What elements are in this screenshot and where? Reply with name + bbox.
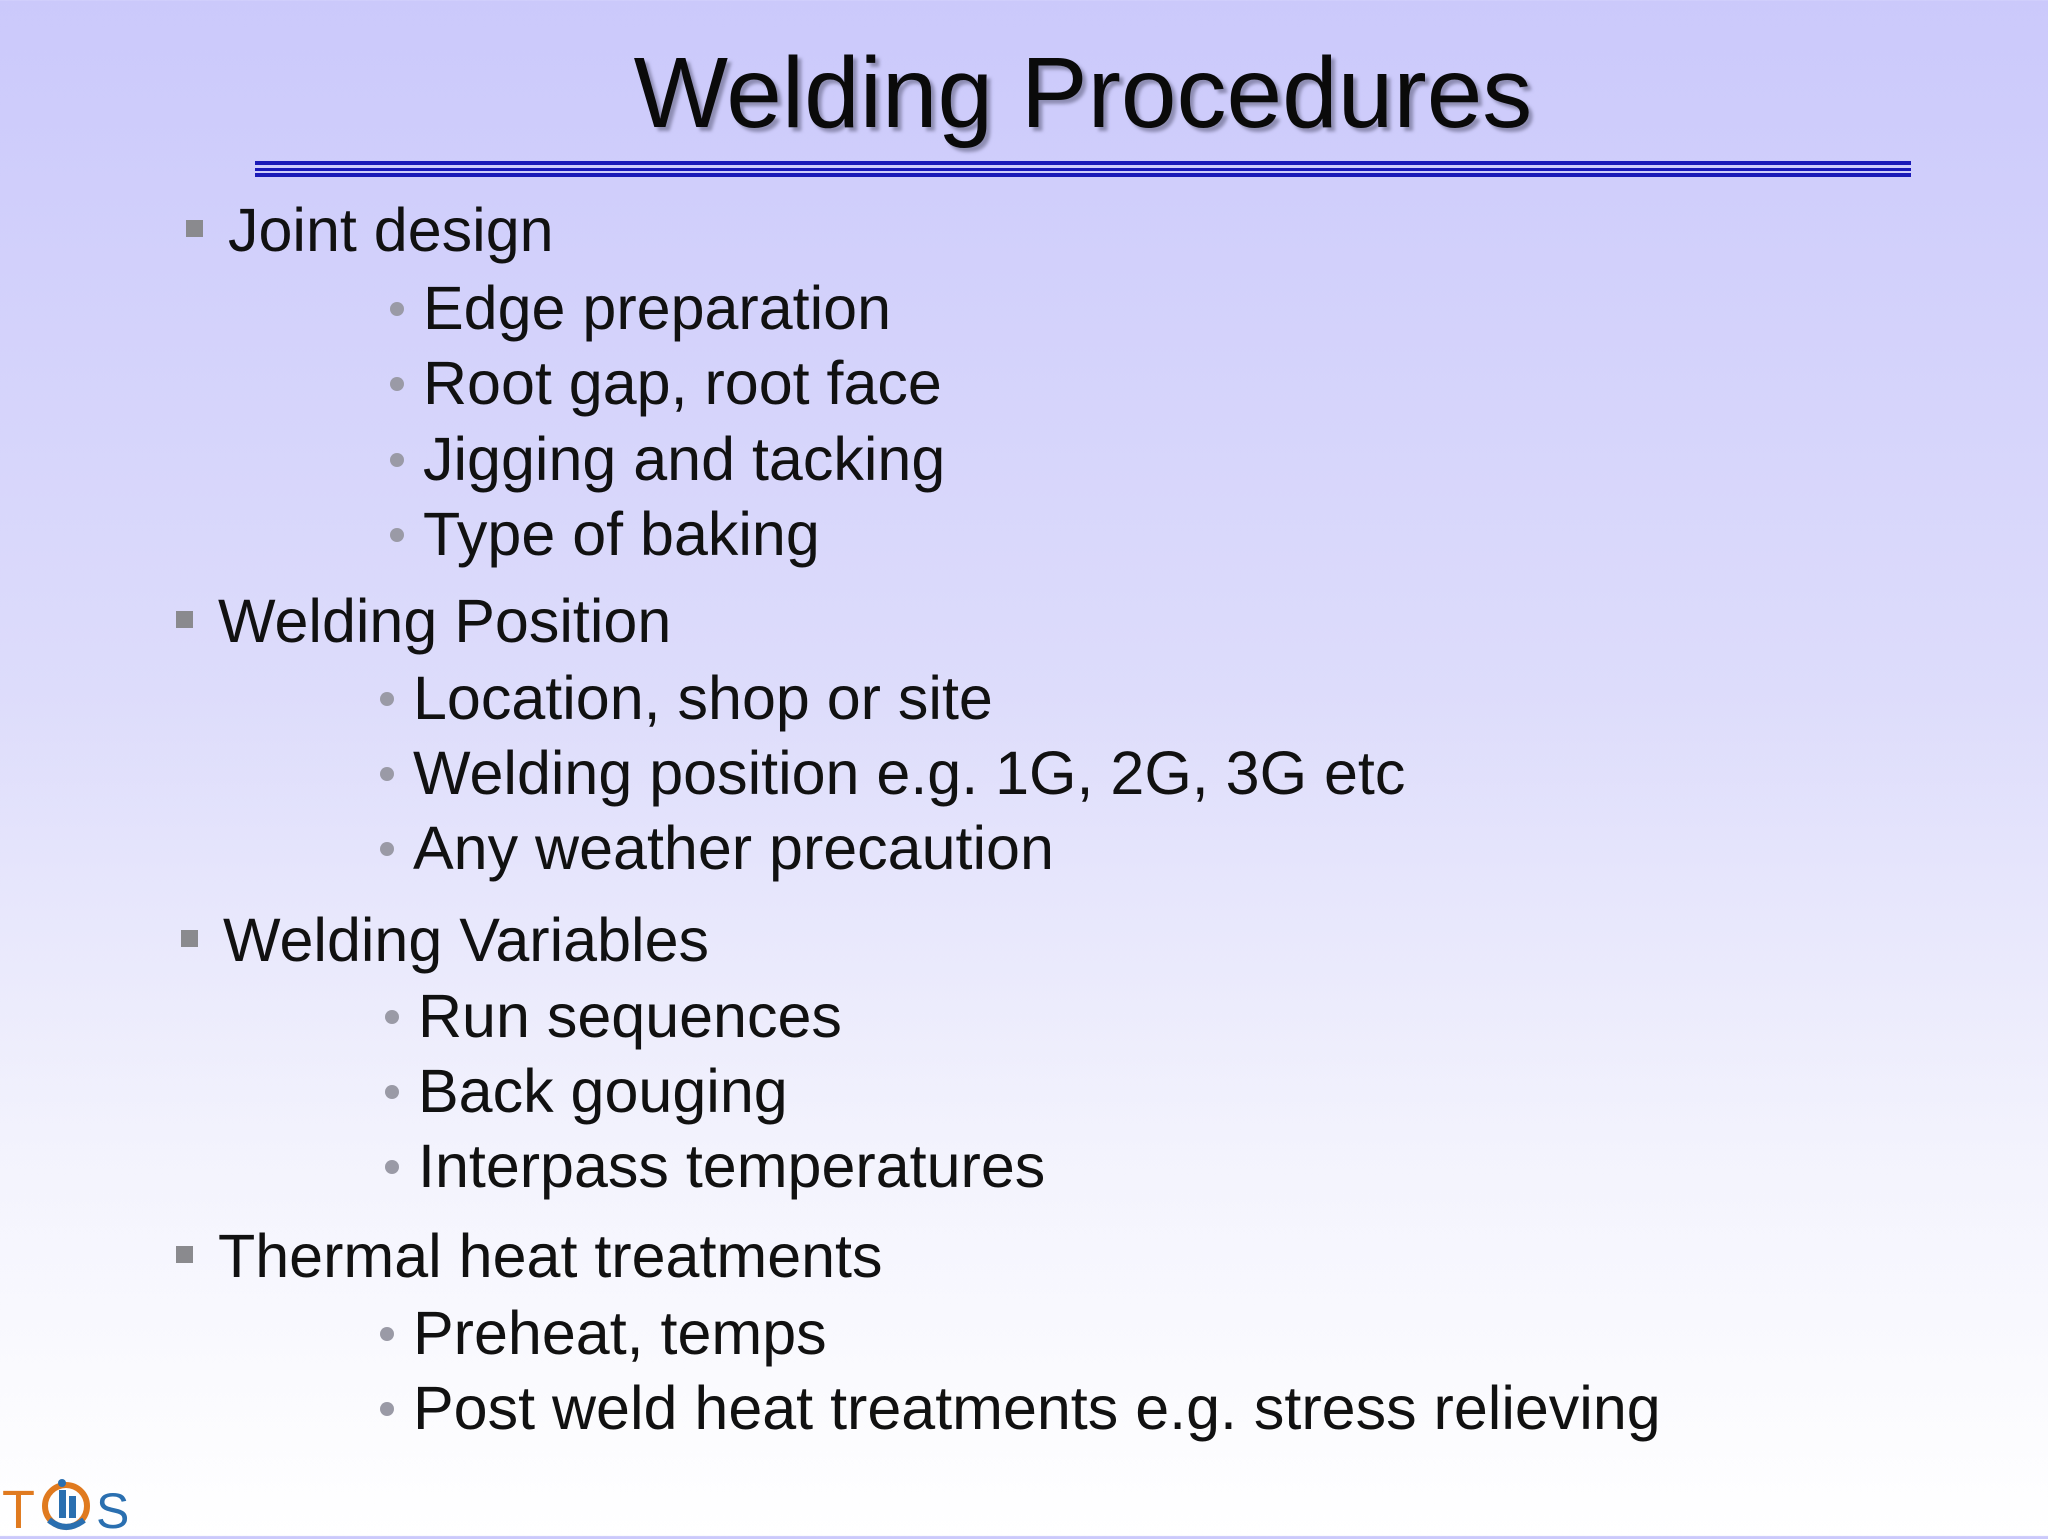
dot-bullet-icon bbox=[380, 692, 394, 706]
dot-bullet-icon bbox=[390, 302, 404, 316]
dot-bullet-icon bbox=[390, 377, 404, 391]
list-item-text: Any weather precaution bbox=[413, 814, 1054, 882]
list-item-text: Root gap, root face bbox=[423, 349, 942, 417]
divider-line bbox=[255, 173, 1911, 177]
square-bullet-icon bbox=[186, 220, 203, 237]
list-item-text: Jigging and tacking bbox=[423, 425, 946, 493]
list-item-text: Post weld heat treatments e.g. stress re… bbox=[413, 1374, 1661, 1442]
section-heading-text: Welding Position bbox=[218, 587, 672, 655]
dot-bullet-icon bbox=[385, 1085, 399, 1099]
square-bullet-icon bbox=[181, 930, 198, 947]
dot-bullet-icon bbox=[380, 767, 394, 781]
divider-line bbox=[255, 168, 1911, 171]
svg-text:T: T bbox=[2, 1480, 35, 1534]
title-divider bbox=[255, 161, 1911, 177]
square-bullet-icon bbox=[176, 611, 193, 628]
dot-bullet-icon bbox=[390, 528, 404, 542]
section-heading-text: Joint design bbox=[228, 196, 554, 264]
divider-line bbox=[255, 161, 1911, 165]
dot-bullet-icon bbox=[390, 453, 404, 467]
dot-bullet-icon bbox=[380, 1402, 394, 1416]
section-heading-text: Thermal heat treatments bbox=[218, 1222, 883, 1290]
list-item-text: Type of baking bbox=[423, 500, 820, 568]
dot-bullet-icon bbox=[380, 842, 394, 856]
logo-graphic: T S bbox=[2, 1479, 129, 1539]
list-item-text: Back gouging bbox=[418, 1057, 788, 1125]
list-item-text: Location, shop or site bbox=[413, 664, 993, 732]
section-heading-text: Welding Variables bbox=[223, 906, 710, 974]
tis-logo-icon: T S bbox=[2, 1476, 132, 1539]
list-item-text: Run sequences bbox=[418, 982, 842, 1050]
list-item-text: Edge preparation bbox=[423, 274, 892, 342]
dot-bullet-icon bbox=[380, 1327, 394, 1341]
list-item-text: Interpass temperatures bbox=[418, 1132, 1046, 1200]
square-bullet-icon bbox=[176, 1246, 193, 1263]
svg-text:S: S bbox=[96, 1483, 129, 1534]
slide-title: Welding Procedures bbox=[633, 37, 1533, 149]
list-item-text: Welding position e.g. 1G, 2G, 3G etc bbox=[413, 739, 1406, 807]
dot-bullet-icon bbox=[385, 1160, 399, 1174]
list-item-text: Preheat, temps bbox=[413, 1299, 827, 1367]
dot-bullet-icon bbox=[385, 1010, 399, 1024]
